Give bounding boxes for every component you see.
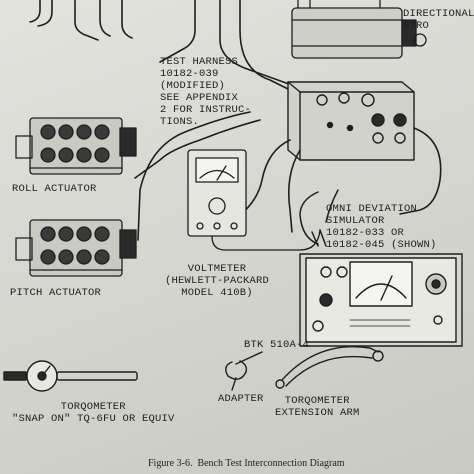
voltmeter-label: VOLTMETER (HEWLETT-PACKARD MODEL 410B) xyxy=(165,263,270,299)
btk-label: BTK 510A-4 xyxy=(244,339,310,351)
omni-simulator-panel xyxy=(299,253,463,347)
probe-leads xyxy=(299,189,339,247)
figure-caption: Figure 3-6. Bench Test Interconnection D… xyxy=(148,458,345,469)
torqometer-label: TORQOMETER "SNAP ON" TQ-6FU OR EQUIV xyxy=(12,401,175,425)
torqometer-drawing xyxy=(3,360,138,392)
test-harness-label: TEST HARNESS 10182-039 (MODIFIED) SEE AP… xyxy=(160,56,252,128)
extension-arm-label: TORQOMETER EXTENSION ARM xyxy=(275,395,360,419)
pitch-actuator-drawing xyxy=(15,219,137,277)
harness-cables-top xyxy=(29,0,301,96)
cable-simulator-right xyxy=(399,127,442,215)
roll-actuator-label: ROLL ACTUATOR xyxy=(12,183,97,195)
roll-actuator-drawing xyxy=(15,117,137,175)
directional-gyro xyxy=(291,0,427,59)
adapter-drawing xyxy=(225,351,263,391)
pitch-actuator-label: PITCH ACTUATOR xyxy=(10,287,102,299)
directional-gyro-label: DIRECTIONAL GYRO xyxy=(403,8,474,32)
harness-to-actuators xyxy=(134,111,301,241)
extension-arm-drawing xyxy=(275,345,384,389)
omni-simulator-connector-box xyxy=(287,81,415,161)
omni-simulator-label: OMNI DEVIATION SIMULATOR 10182-033 OR 10… xyxy=(326,203,437,251)
adapter-label: ADAPTER xyxy=(218,393,264,405)
voltmeter-drawing xyxy=(187,149,321,251)
